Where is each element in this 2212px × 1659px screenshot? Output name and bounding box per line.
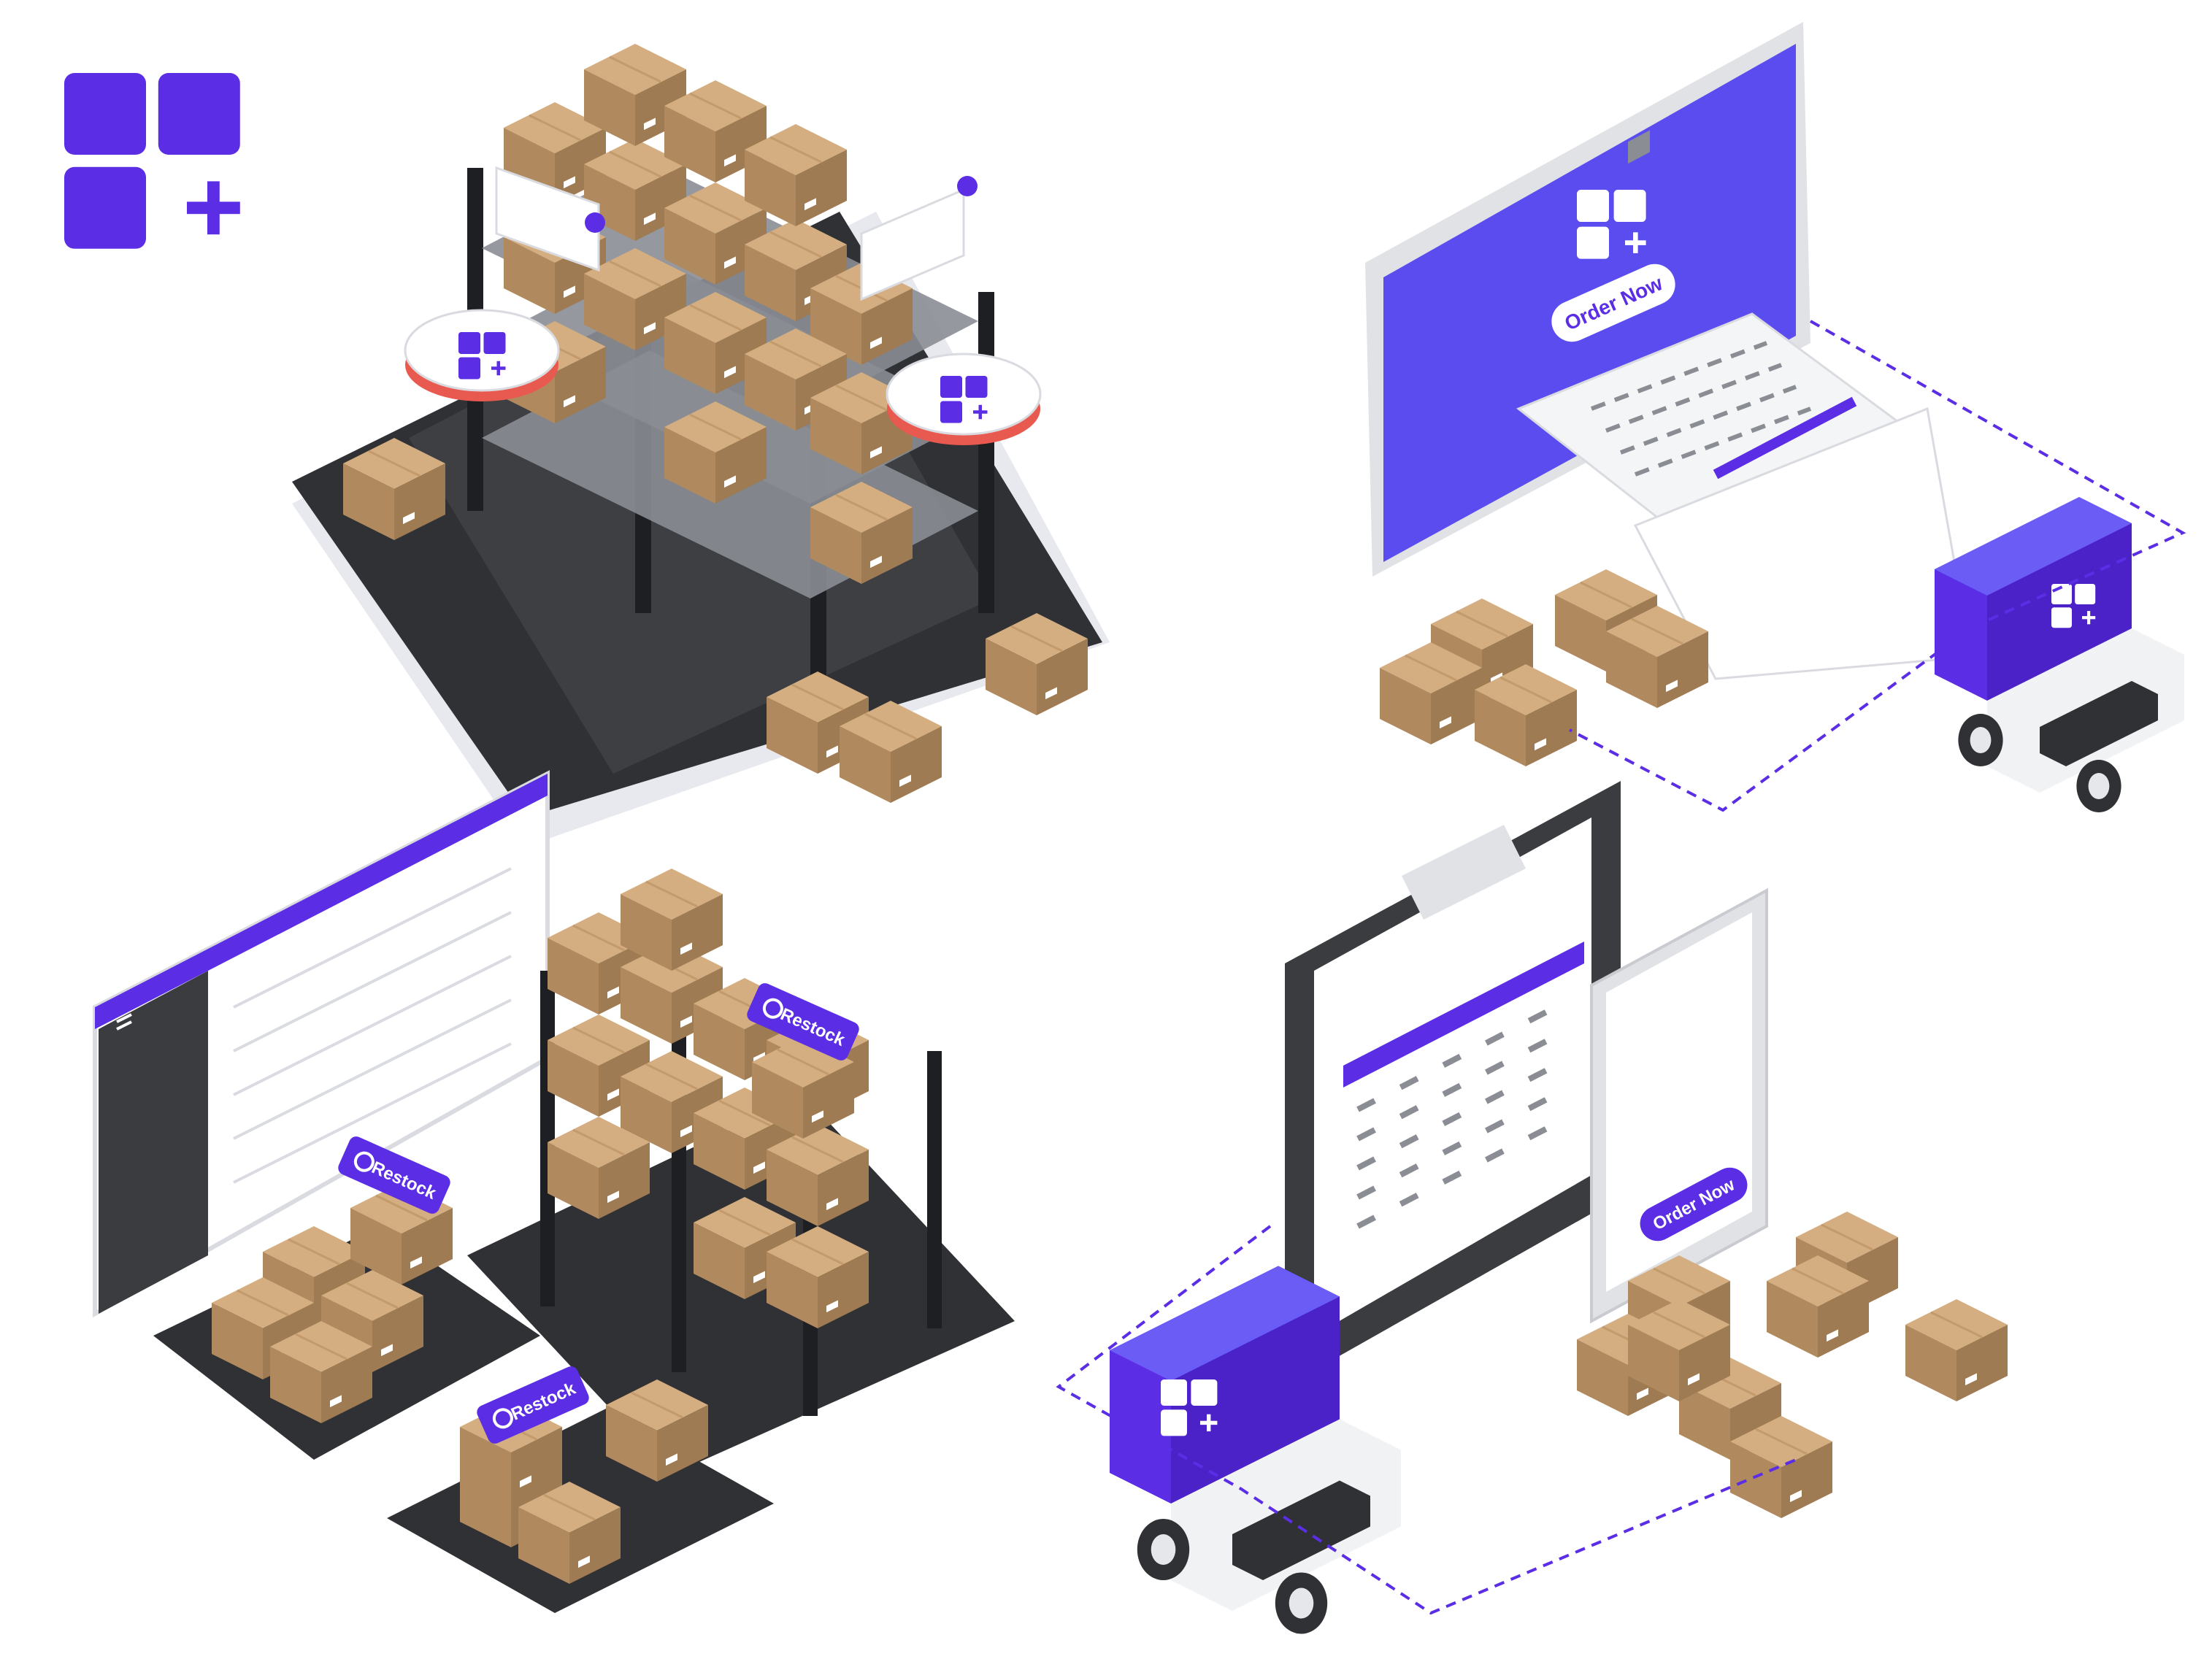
brand-logo-icon <box>64 73 240 249</box>
scan-info-card-left <box>495 166 605 272</box>
mobile-order-scene: Order Now <box>1056 130 2009 1634</box>
menu-icon[interactable] <box>116 1013 132 1031</box>
scanner-robot-left <box>404 309 560 401</box>
restock-refresh-icon <box>762 998 783 1019</box>
online-order-scene: Order Now <box>1365 22 2186 812</box>
checkmark-icon <box>585 212 605 233</box>
delivery-truck-top <box>1935 497 2184 812</box>
scan-info-card-right <box>860 176 978 301</box>
phone: Order Now <box>1590 130 1768 1324</box>
restock-refresh-icon <box>353 1151 375 1172</box>
delivery-route-dashed <box>1569 320 2186 812</box>
restock-badge-pallet-bottom[interactable]: Restock <box>475 1364 591 1446</box>
receipt-paper <box>1516 312 1973 680</box>
restock-scene: Restock Restock Restock <box>93 770 1015 1613</box>
order-boxes <box>1378 568 1710 768</box>
delivery-route-dashed <box>1056 1225 1797 1615</box>
warehouse-shelf-scene <box>292 42 1110 847</box>
clipboard <box>1285 781 1621 1387</box>
scanner-robot-right <box>886 353 1042 445</box>
checkmark-icon <box>957 176 978 196</box>
restock-refresh-icon <box>492 1408 513 1429</box>
